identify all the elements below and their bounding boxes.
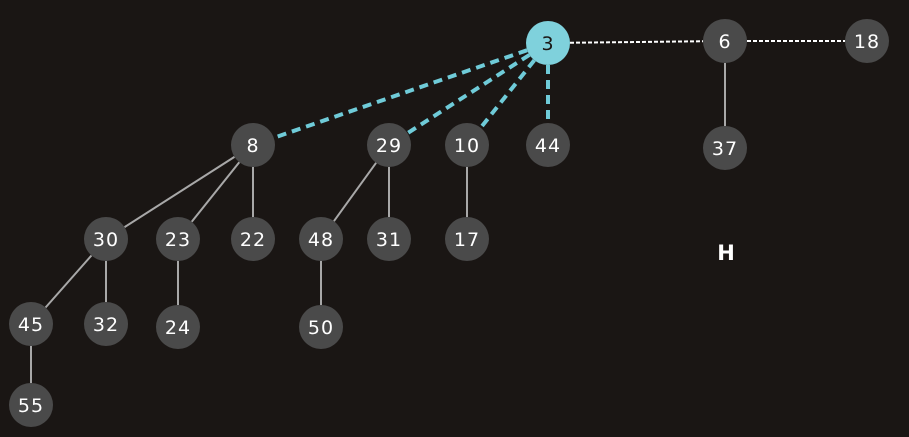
node-label: 48	[308, 229, 334, 251]
node-circle	[156, 305, 200, 349]
node-32: 32	[84, 302, 128, 346]
node-label: 55	[18, 395, 44, 417]
node-circle	[299, 217, 343, 261]
node-circle	[9, 302, 53, 346]
node-10: 10	[445, 123, 489, 167]
edge-3-8	[273, 48, 528, 140]
node-circle	[231, 217, 275, 261]
node-label: 24	[165, 317, 191, 339]
edge-8-30	[123, 156, 236, 228]
node-31: 31	[367, 217, 411, 261]
node-circle	[156, 217, 200, 261]
node-circle	[84, 217, 128, 261]
node-circle	[367, 123, 411, 167]
node-circle	[445, 217, 489, 261]
node-label: 50	[308, 317, 334, 339]
node-circle	[445, 123, 489, 167]
node-17: 17	[445, 217, 489, 261]
node-circle	[703, 126, 747, 170]
node-label: 3	[541, 33, 554, 55]
node-circle	[231, 123, 275, 167]
node-circle	[9, 383, 53, 427]
node-6: 6	[703, 19, 747, 63]
node-circle	[526, 21, 570, 65]
node-circle	[299, 305, 343, 349]
node-44: 44	[526, 123, 570, 167]
node-label: 37	[712, 138, 738, 160]
node-3: 3	[526, 21, 570, 65]
node-label: 6	[718, 31, 731, 53]
node-circle	[845, 19, 889, 63]
edges-layer	[30, 40, 845, 383]
node-48: 48	[299, 217, 343, 261]
node-circle	[526, 123, 570, 167]
node-label: 10	[454, 135, 480, 157]
heap-label: H	[717, 241, 735, 265]
node-23: 23	[156, 217, 200, 261]
node-55: 55	[9, 383, 53, 427]
node-label: 30	[93, 229, 119, 251]
node-label: 32	[93, 314, 119, 336]
node-circle	[84, 302, 128, 346]
node-circle	[367, 217, 411, 261]
node-29: 29	[367, 123, 411, 167]
node-22: 22	[231, 217, 275, 261]
edge-8-23	[190, 161, 241, 223]
node-label: 23	[165, 229, 191, 251]
node-label: 44	[535, 135, 561, 157]
edge-3-10	[479, 58, 536, 130]
node-label: 31	[376, 229, 402, 251]
node-label: 18	[854, 31, 880, 53]
edge-30-45	[44, 254, 93, 309]
node-label: 17	[454, 229, 480, 251]
node-8: 8	[231, 123, 275, 167]
edge-3-6	[569, 40, 704, 44]
node-45: 45	[9, 302, 53, 346]
nodes-layer: 3 6 18 8 29 10 44 37 30 23 22 48 31 17 45 32 24 50 55	[9, 19, 889, 427]
node-37: 37	[703, 126, 747, 170]
node-30: 30	[84, 217, 128, 261]
node-18: 18	[845, 19, 889, 63]
node-label: 22	[240, 229, 266, 251]
node-label: 29	[376, 135, 402, 157]
node-label: 45	[18, 314, 44, 336]
node-50: 50	[299, 305, 343, 349]
node-label: 8	[246, 135, 259, 157]
node-24: 24	[156, 305, 200, 349]
edge-3-29	[406, 53, 531, 135]
node-circle	[703, 19, 747, 63]
edge-29-48	[333, 162, 377, 222]
